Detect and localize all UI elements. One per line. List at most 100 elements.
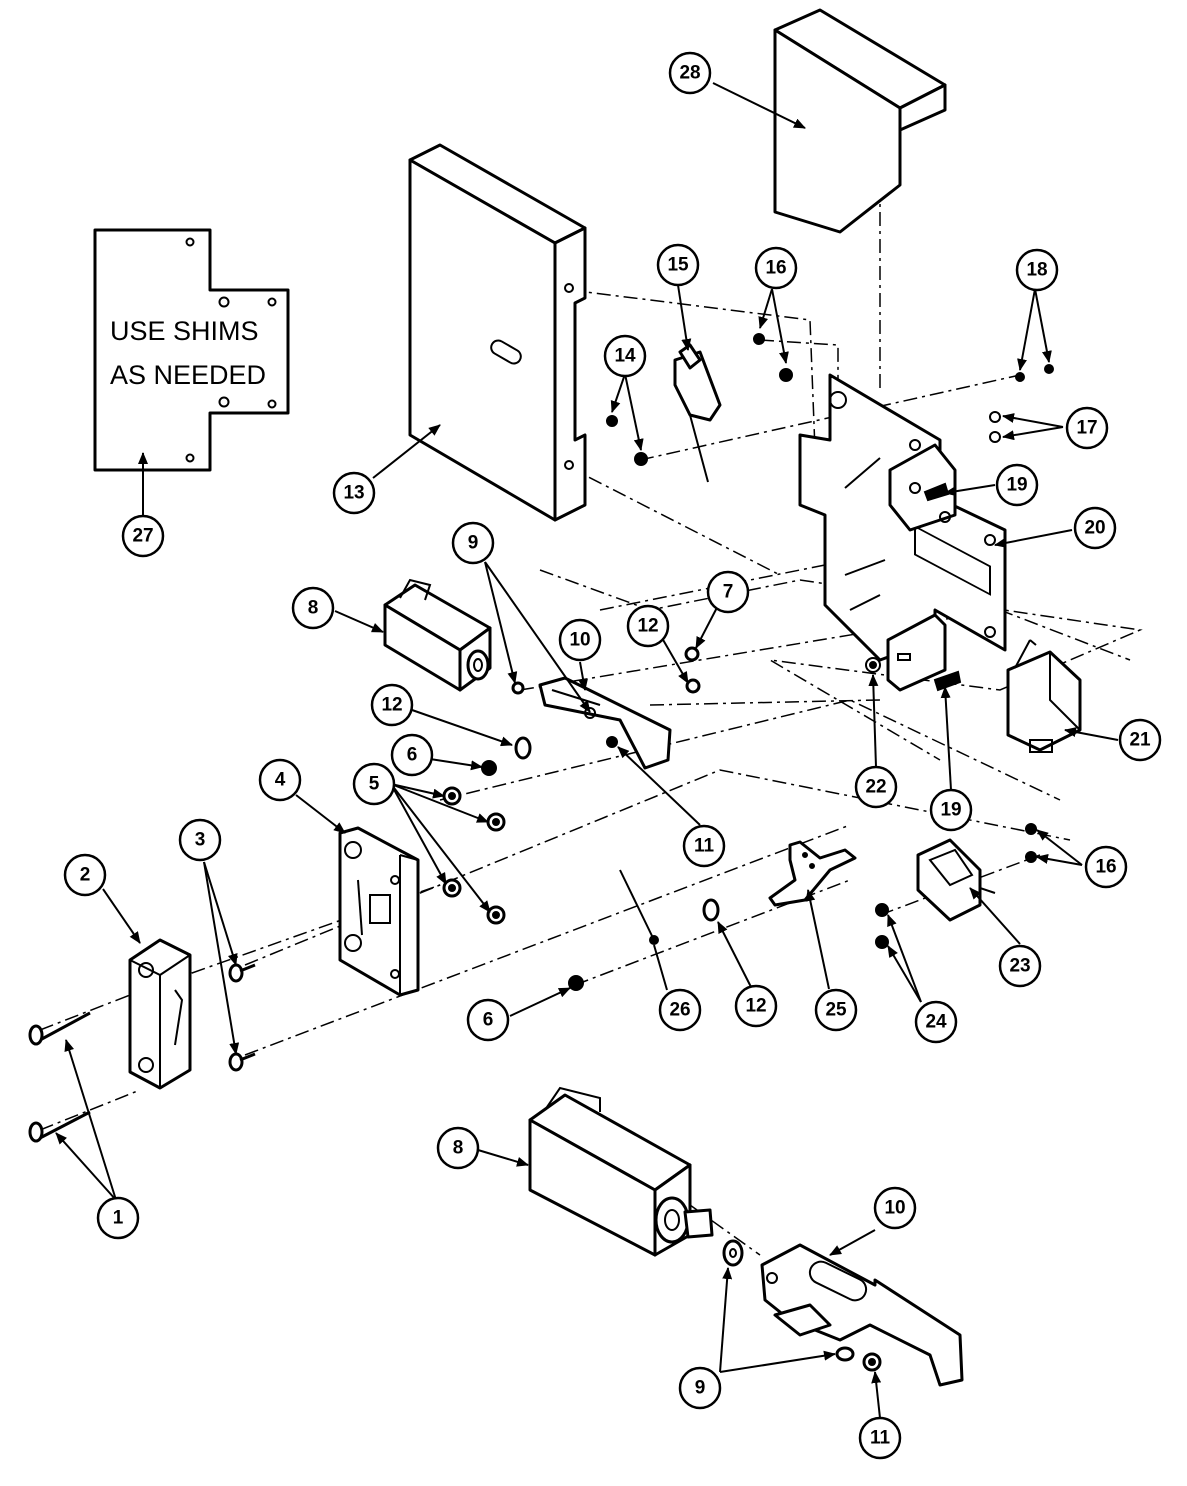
part-8-upper-solenoid	[383, 578, 492, 692]
callout-1: 1	[96, 1196, 140, 1240]
svg-text:8: 8	[453, 1138, 464, 1159]
callout-5: 5	[352, 762, 396, 806]
part-3-screws	[228, 963, 256, 1072]
callout-23: 23	[998, 944, 1042, 988]
svg-text:19: 19	[1006, 475, 1027, 496]
svg-text:1: 1	[113, 1208, 124, 1229]
callout-17: 17	[1065, 406, 1109, 450]
callout-11-lower: 11	[858, 1416, 902, 1460]
part-12-washers	[511, 646, 720, 922]
callout-11-upper: 11	[682, 824, 726, 868]
part-15-switch	[673, 343, 722, 483]
callout-bubbles: 1 2 3 4 5 6 6 7 8 8 9 9 10 10 11 11 12 1…	[63, 51, 1162, 1460]
part-22-lower-bracket	[865, 613, 962, 692]
part-25-link	[768, 840, 857, 907]
callout-22: 22	[854, 765, 898, 809]
svg-text:7: 7	[723, 582, 734, 603]
callout-25: 25	[814, 988, 858, 1032]
svg-text:21: 21	[1129, 730, 1151, 751]
callout-8-upper: 8	[291, 586, 335, 630]
callout-10-lower: 10	[873, 1186, 917, 1230]
part-23-motor	[916, 838, 996, 922]
callout-13: 13	[332, 471, 376, 515]
part-5-washers	[442, 786, 506, 925]
callout-9-lower: 9	[678, 1366, 722, 1410]
svg-text:14: 14	[614, 346, 636, 367]
part-10-upper-bracket	[538, 676, 672, 770]
svg-text:16: 16	[765, 258, 786, 279]
svg-text:12: 12	[381, 695, 402, 716]
callout-16-upper: 16	[754, 246, 798, 290]
callout-4: 4	[258, 758, 302, 802]
callout-6-lower: 6	[466, 998, 510, 1042]
shim-note-line2: AS NEEDED	[110, 360, 266, 390]
part-8-lower-solenoid	[528, 1086, 714, 1257]
callout-18: 18	[1015, 248, 1059, 292]
callout-6-upper: 6	[390, 733, 434, 777]
svg-text:26: 26	[669, 1000, 690, 1021]
callout-24: 24	[914, 1000, 958, 1044]
part-28-top-cover	[773, 8, 947, 234]
callout-19-upper: 19	[995, 463, 1039, 507]
svg-text:4: 4	[275, 770, 286, 791]
part-4-face-plate	[338, 826, 420, 997]
callout-7: 7	[706, 570, 750, 614]
svg-text:12: 12	[637, 616, 658, 637]
callout-14: 14	[603, 334, 647, 378]
svg-text:15: 15	[667, 255, 689, 276]
svg-text:16: 16	[1095, 857, 1116, 878]
svg-text:27: 27	[132, 526, 153, 547]
callout-28: 28	[668, 51, 712, 95]
callout-15: 15	[656, 243, 700, 287]
callout-21: 21	[1118, 718, 1162, 762]
svg-text:13: 13	[343, 483, 364, 504]
callout-2: 2	[63, 853, 107, 897]
svg-text:20: 20	[1084, 518, 1105, 539]
svg-text:24: 24	[925, 1012, 947, 1033]
callout-8-lower: 8	[436, 1126, 480, 1170]
part-19-upper-bracket	[888, 443, 957, 532]
part-10-lower-bracket	[760, 1243, 964, 1387]
small-fasteners	[481, 333, 1054, 991]
callout-3: 3	[178, 818, 222, 862]
svg-text:8: 8	[308, 598, 319, 619]
callout-27: 27	[121, 514, 165, 558]
callout-12-left: 12	[370, 683, 414, 727]
callout-20: 20	[1073, 506, 1117, 550]
svg-text:9: 9	[468, 533, 479, 554]
svg-text:19: 19	[940, 800, 961, 821]
svg-text:2: 2	[80, 865, 91, 886]
callout-12-lower: 12	[734, 984, 778, 1028]
part-13-housing	[408, 143, 587, 522]
callout-19-lower: 19	[929, 788, 973, 832]
svg-text:3: 3	[195, 830, 206, 851]
callout-10-upper: 10	[558, 618, 602, 662]
part-21-right-solenoid	[1006, 639, 1082, 753]
callout-16-lower: 16	[1084, 845, 1128, 889]
svg-text:5: 5	[369, 774, 380, 795]
part-27-shim-plate: USE SHIMS AS NEEDED	[93, 228, 290, 472]
svg-text:6: 6	[407, 745, 418, 766]
svg-text:22: 22	[865, 777, 886, 798]
callout-9-upper: 9	[451, 521, 495, 565]
part-2-handle	[128, 938, 192, 1090]
svg-text:6: 6	[483, 1010, 494, 1031]
svg-text:11: 11	[694, 836, 715, 857]
svg-text:25: 25	[825, 1000, 847, 1021]
callout-26: 26	[658, 988, 702, 1032]
svg-text:28: 28	[679, 63, 700, 84]
part-1-screws	[28, 1011, 91, 1143]
part-9-lower-washer	[722, 1239, 855, 1362]
svg-text:17: 17	[1076, 418, 1097, 439]
svg-text:10: 10	[569, 630, 590, 651]
svg-text:9: 9	[695, 1378, 706, 1399]
svg-text:18: 18	[1026, 260, 1047, 281]
svg-text:12: 12	[745, 996, 766, 1017]
shim-note-line1: USE SHIMS	[110, 316, 259, 346]
callout-12-mid: 12	[626, 604, 670, 648]
svg-text:10: 10	[884, 1198, 905, 1219]
leader-lines	[55, 82, 1119, 1419]
svg-text:11: 11	[870, 1428, 891, 1449]
svg-text:23: 23	[1009, 956, 1030, 977]
